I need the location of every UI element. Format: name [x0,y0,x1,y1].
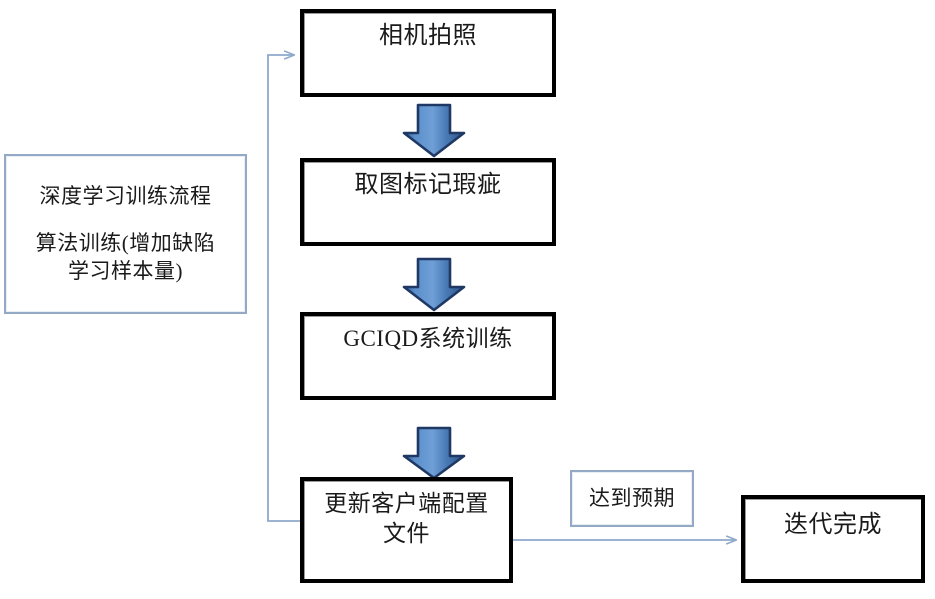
node-mark-label: 取图标记瑕疵 [354,172,502,198]
node-mark[interactable]: 取图标记瑕疵 [300,158,556,246]
arrow-train-to-update [402,426,466,480]
arrow-feedback-to-camera [267,55,300,522]
sidebar-description-box: 深度学习训练流程算法训练(增加缺陷学习样本量) [4,154,247,314]
node-camera[interactable]: 相机拍照 [300,9,556,97]
sidebar-spacer [6,210,245,230]
sidebar-line-1: 深度学习训练流程 [39,184,212,209]
edge-label-expect-text: 达到预期 [589,485,675,510]
node-train-label: GCIQD系统训练 [343,326,513,351]
sidebar-line-2: 算法训练(增加缺陷 [35,231,216,256]
node-camera-label: 相机拍照 [379,23,477,49]
sidebar-description-text: 深度学习训练流程算法训练(增加缺陷学习样本量) [6,183,245,285]
node-update-label: 更新客户端配置 文件 [324,491,489,547]
node-update[interactable]: 更新客户端配置 文件 [300,477,513,583]
arrow-mark-to-train [402,257,466,312]
node-train[interactable]: GCIQD系统训练 [300,312,556,400]
edge-label-expect: 达到预期 [570,470,694,527]
sidebar-line-3: 学习样本量) [68,258,183,283]
node-done[interactable]: 迭代完成 [741,495,925,583]
node-done-label: 迭代完成 [784,512,882,538]
arrow-camera-to-mark [402,103,466,158]
